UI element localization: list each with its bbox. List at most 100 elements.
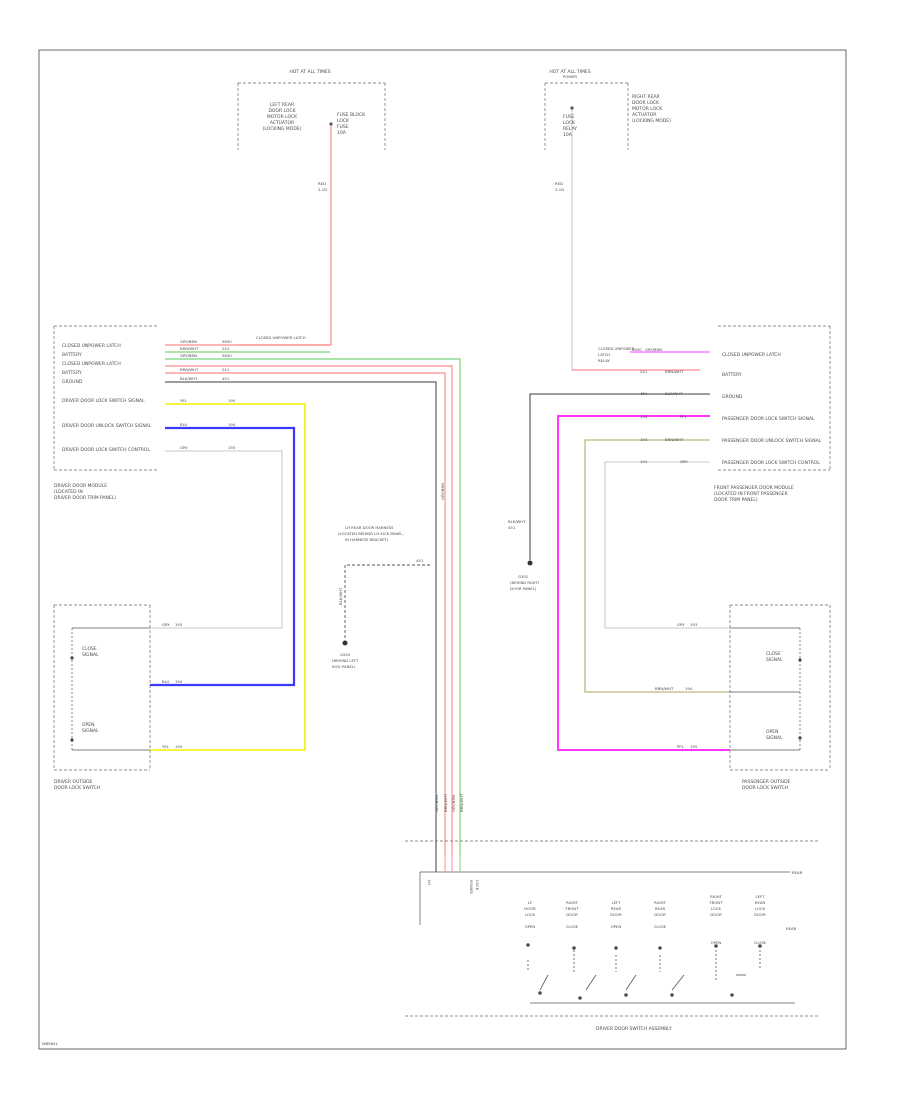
right-ground-wire-num: 451 [508,525,516,530]
left-module-name-3: DRIVER DOOR TRIM PANEL) [54,495,116,501]
sw4-state: CLOSE [654,924,667,929]
right-switch-open-signal: SIGNAL [766,735,783,741]
sw2-name-1: RIGHT [566,900,579,905]
sw1-name-1: LF [528,900,532,905]
right-pin-2: BATTERY [722,372,742,378]
top-right-component-5: (LOCKING MODE) [632,118,671,124]
right-wire-3-num: 451 [640,391,648,396]
right-switch-wire-1-num: 193 [690,622,698,627]
top-right-component-2: DOOR LOCK [632,100,660,106]
right-wire-4-name: PPL [680,414,688,419]
left-switch-close: CLOSE [82,646,97,652]
left-module-name-2: (LOCATED IN [54,489,83,495]
yellow-signal-wire [150,403,306,751]
top-left-fuse-3: FUSE [337,124,349,130]
sw2-state: CLOSE [566,924,579,929]
top-left-header: HOT AT ALL TIMES [289,69,330,75]
right-ground-wire-name: BLK/WHT [508,519,526,524]
top-left-wire-name: RED [318,181,326,186]
left-wire-2-num: 241 [222,346,230,351]
right-switch-close-signal: SIGNAL [766,657,783,663]
top-right-wire-num: 2-1D [555,187,564,192]
right-wire-1-name: GRY/BRN [645,347,662,352]
driver-outside-lock-switch: CLOSE SIGNAL OPEN SIGNAL GRY 193 BLU 194… [53,604,183,791]
top-right-power-block: HOT AT ALL TIMES POWER RIGHT REAR DOOR L… [544,69,671,192]
left-pin-5: GROUND [62,379,83,385]
right-ground-3: DOOR PANEL) [510,586,537,591]
sw6-name-3: LOCK [755,906,766,911]
left-wire-8-name: GRY [180,445,188,450]
left-wire-2-name: BRN/WHT [180,346,199,351]
right-wire-1-num: 5650 [632,347,642,352]
center-note-2: (LOCATED BEHIND LH KICK PANEL, [338,531,404,536]
right-wire-3-name: BLK/WHT [665,391,683,396]
sw1-name-2: DOOR [524,906,536,911]
right-switch-wire-2-num: 194 [685,686,693,691]
center-note-1: LH REAR DOOR HARNESS [345,525,394,530]
top-left-component-1: LEFT REAR [270,102,294,108]
g204-ground-icon [342,640,348,646]
passenger-outside-lock-switch: CLOSE SIGNAL OPEN SIGNAL GRY 193 BRN/WHT… [655,604,831,791]
sw6-name-1: LEFT [756,894,766,899]
sw2-name-2: FRONT [566,906,580,911]
sw4-name-3: DOOR [654,912,666,917]
top-right-fuse-3: RELAY [563,126,577,132]
left-switch-wire-1-num: 193 [175,622,183,627]
center-ground-wire [344,564,430,640]
sw3-state: OPEN [611,924,622,929]
diagram-border [38,49,847,1050]
left-pin-4: BATTERY [62,370,82,376]
sw3-name-3: DOOR [610,912,622,917]
right-switch-wire-3: PPL [677,744,685,749]
top-left-wire-num: 2-1D [318,187,327,192]
left-wire-3-name: GRY/BRN [180,353,197,358]
sw5-name-3: LOCK [711,906,722,911]
driver-door-switch-assembly: REAR REAR LH POWER LOCK DRIVER DOOR SWIT… [405,840,818,1032]
right-wire-5-num: 194 [640,437,648,442]
vertical-wire-2: BRN/WHT [443,793,448,812]
assembly-edge-label: REAR [792,870,803,875]
left-pin-1: CLOSED UNPOWER LATCH [62,343,121,349]
sw5-name-4: DOOR [710,912,722,917]
assembly-left-label-3: LOCK [475,880,480,891]
right-switch-name-2: DOOR LOCK SWITCH [742,785,788,791]
assembly-name: DRIVER DOOR SWITCH ASSEMBLY [596,1026,672,1032]
left-wire-7-name: BLU [180,422,188,427]
top-right-header: HOT AT ALL TIMES [549,69,590,75]
left-wire-7-num: 194 [228,422,236,427]
left-wire-4-name: BRN/WHT [180,367,199,372]
left-wire-1-name: GRY/BRN [180,339,197,344]
left-pin-6: DRIVER DOOR LOCK SWITCH SIGNAL [62,398,145,404]
right-module-name-3: DOOR TRIM PANEL) [714,497,758,503]
g301-ground-icon [527,560,533,566]
left-wire-4-num: 241 [222,367,230,372]
left-wire-3-num: 5650 [222,353,232,358]
left-switch-wire-2: BLU [162,679,170,684]
right-gray-signal-wire [604,461,730,629]
left-pin-3: CLOSED UNPOWER LATCH [62,361,121,367]
right-fuse-note-3: RELAY [598,358,611,363]
red-trunk-wire-b [165,372,446,855]
vertical-wire-1: GRY/BRN [434,795,439,812]
right-ground-wire [529,393,710,560]
left-pin-8: DRIVER DOOR LOCK SWITCH CONTROL [62,447,150,453]
left-switch-wire-3-num: 195 [175,744,183,749]
sw5-name-2: FRONT [710,900,724,905]
vertical-wire-4: BRN/WHT [459,793,464,812]
right-module-name-2: (LOCATED IN FRONT PASSENGER [714,491,788,497]
top-right-fuse-2: LOCK [563,120,576,126]
right-pin-3: GROUND [722,394,743,400]
sw6-name-2: REAR [755,900,766,905]
center-ground-1: G204 [340,652,351,657]
sw1-name-3: LOCK [525,912,536,917]
right-switch-wire-3-num: 195 [690,744,698,749]
assembly-left-label-1: LH [427,880,432,885]
passenger-door-module: CLOSED UNPOWER LATCH BATTERY GROUND PASS… [508,325,831,591]
left-pin-7: DRIVER DOOR UNLOCK SWITCH SIGNAL [62,423,152,429]
olive-signal-wire [584,439,730,693]
left-wire-6-num: 195 [228,398,236,403]
left-switch-name-1: DRIVER OUTSIDE [54,779,93,785]
center-ground-wire-name: BLK/WHT [338,587,343,605]
